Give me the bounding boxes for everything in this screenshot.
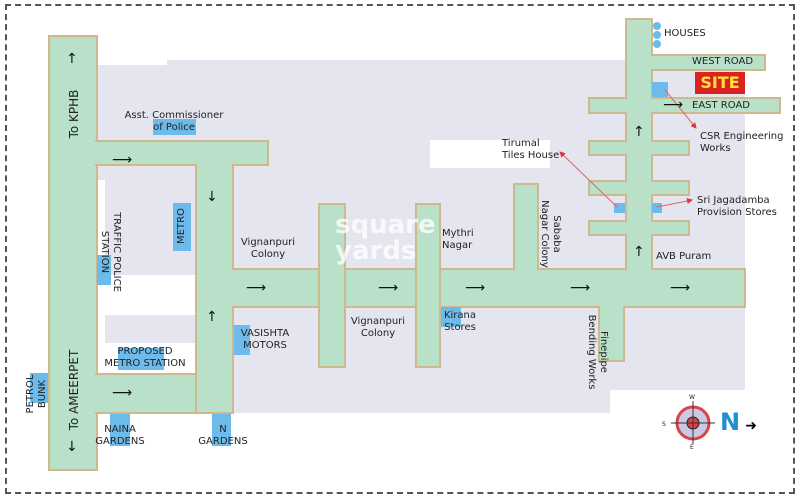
- arrow-icon: ↓: [206, 189, 218, 205]
- arrow-icon: ↑: [66, 51, 78, 67]
- label-east-road: EAST ROAD: [692, 100, 750, 111]
- arrow-right-icon: ➜: [745, 418, 757, 434]
- arrow-icon: ⟶: [663, 97, 684, 113]
- label-west-road: WEST ROAD: [692, 56, 754, 67]
- label-metro: METRO: [176, 208, 187, 244]
- label-avb-puram: AVB Puram: [656, 251, 712, 262]
- map-border: [5, 4, 795, 494]
- arrow-icon: ↑: [206, 309, 218, 325]
- label-to-ameerpet: To AMEERPET: [67, 349, 81, 431]
- label-to-kphb: To KPHB: [67, 89, 81, 139]
- site-marker: SITE: [695, 72, 745, 94]
- arrow-icon: ⟶: [570, 280, 591, 296]
- compass: W E S: [662, 394, 718, 451]
- arrow-icon: ⟶: [246, 280, 267, 296]
- north-indicator: N ➜: [720, 408, 757, 436]
- arrow-icon: ⟶: [465, 280, 486, 296]
- arrow-icon: ⟶: [670, 280, 691, 296]
- arrow-icon: ↓: [66, 439, 78, 455]
- arrow-icon: ↑: [633, 244, 645, 260]
- arrow-icon: ⟶: [378, 280, 399, 296]
- road-top-horizontal: [95, 140, 269, 166]
- compass-rose-icon: [671, 401, 715, 444]
- arrow-icon: ↑: [633, 124, 645, 140]
- road-long-horizontal: [232, 268, 746, 308]
- arrow-icon: ⟶: [112, 385, 133, 401]
- label-houses: HOUSES: [664, 28, 706, 39]
- arrow-icon: ⟶: [112, 152, 133, 168]
